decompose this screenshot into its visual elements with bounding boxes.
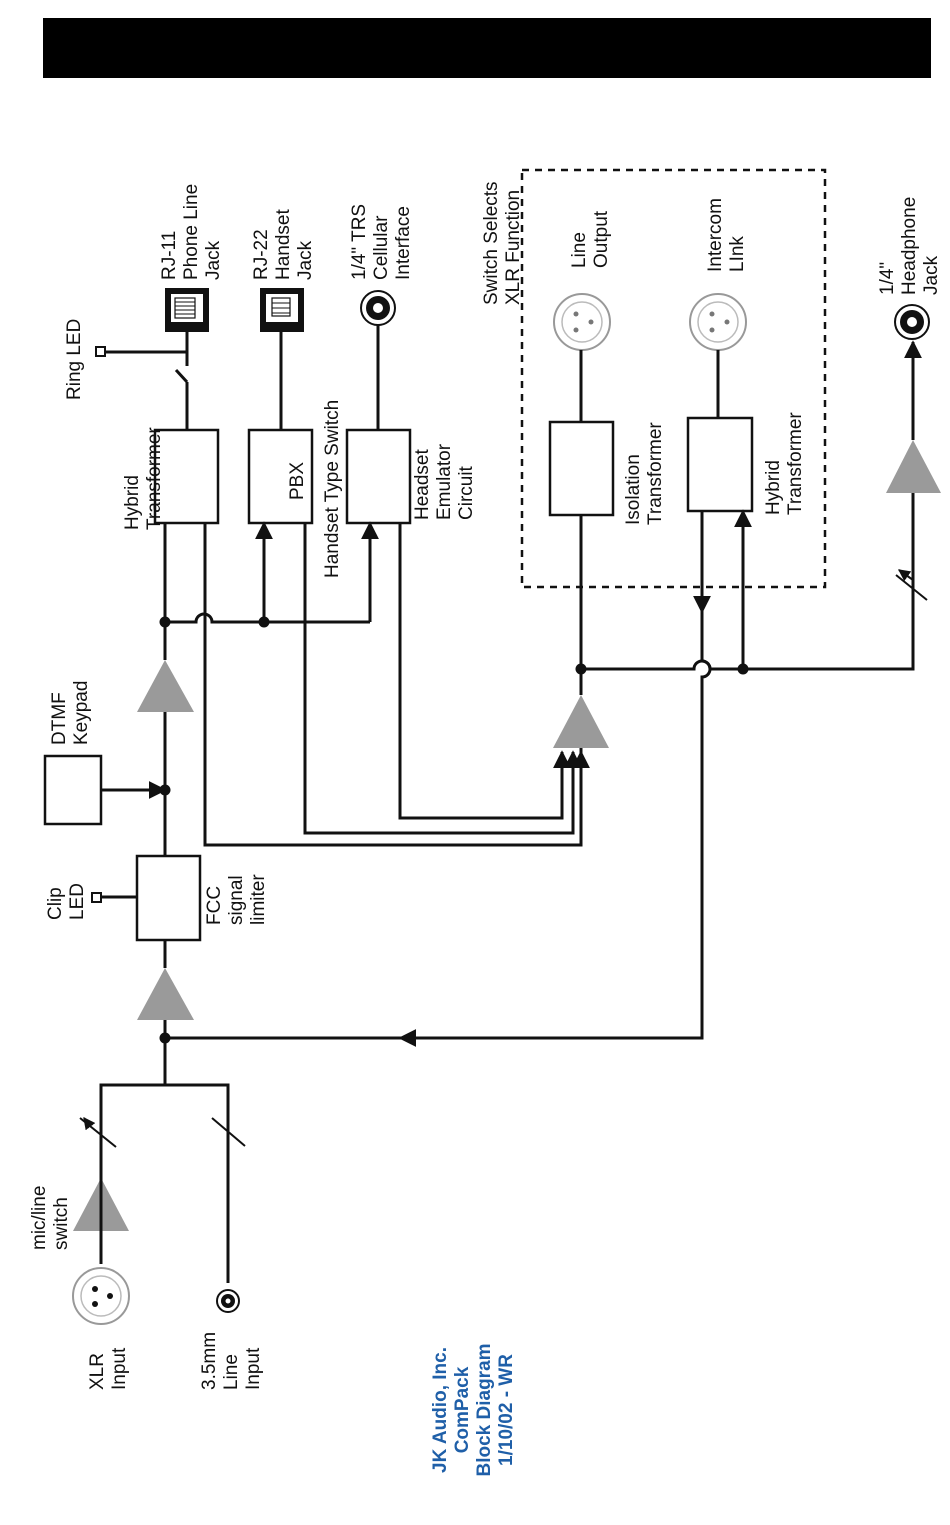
intercom-xlr-icon <box>689 293 747 351</box>
svg-text:LED: LED <box>67 883 88 920</box>
svg-text:Jack: Jack <box>295 240 316 280</box>
headset-emulator-box <box>345 428 412 525</box>
pbx-label: PBX <box>287 462 308 500</box>
headset-emulator-label: Headset Emulator Circuit <box>412 443 477 520</box>
svg-text:switch: switch <box>51 1197 72 1250</box>
svg-text:signal: signal <box>226 875 247 925</box>
svg-text:Transformer: Transformer <box>785 412 806 515</box>
svg-text:Keypad: Keypad <box>71 681 92 745</box>
svg-text:Line: Line <box>569 232 590 268</box>
svg-text:ComPack: ComPack <box>452 1366 473 1453</box>
svg-text:Headset: Headset <box>412 449 433 520</box>
svg-text:XLR Function: XLR Function <box>503 190 524 305</box>
amplifier-headphone <box>886 440 941 493</box>
svg-text:Hybrid: Hybrid <box>122 475 143 530</box>
line-output-label: Line Output <box>569 210 612 268</box>
svg-text:1/4": 1/4" <box>877 262 898 295</box>
isolation-transformer-label: Isolation Transformer <box>623 422 666 525</box>
line-input-label: 3.5mm Line Input <box>199 1332 264 1390</box>
svg-text:Switch Selects: Switch Selects <box>481 181 502 305</box>
svg-text:limiter: limiter <box>248 874 269 925</box>
svg-text:Transformer: Transformer <box>144 427 165 530</box>
fcc-limiter-label: FCC signal limiter <box>204 874 269 925</box>
ring-led-label: Ring LED <box>64 319 85 400</box>
svg-text:Intercom: Intercom <box>705 198 726 272</box>
amplifier-1 <box>137 968 194 1020</box>
hybrid-transformer-2-label: Hybrid Transformer <box>763 412 806 515</box>
svg-text:Input: Input <box>109 1347 130 1390</box>
pbx-box <box>247 428 314 525</box>
svg-text:Headphone: Headphone <box>899 197 920 295</box>
svg-text:Line: Line <box>221 1354 242 1390</box>
svg-text:FCC: FCC <box>204 886 225 925</box>
headphone-jack-icon <box>894 304 930 340</box>
handset-type-switch-label: Handset Type Switch <box>322 400 343 578</box>
svg-text:Block Diagram: Block Diagram <box>474 1343 495 1476</box>
amplifier-2 <box>137 660 194 712</box>
isolation-transformer-box <box>548 420 615 517</box>
svg-text:1/4" TRS: 1/4" TRS <box>349 204 370 280</box>
rj11-jack-icon <box>165 288 209 332</box>
dtmf-label: DTMF Keypad <box>49 681 92 745</box>
svg-text:RJ-22: RJ-22 <box>251 229 272 280</box>
trs-jack-icon <box>360 290 396 326</box>
dtmf-keypad-box <box>43 754 103 826</box>
svg-text:Ring LED: Ring LED <box>64 319 85 400</box>
line-input-jack-icon <box>216 1289 240 1313</box>
svg-text:Isolation: Isolation <box>623 454 644 525</box>
svg-text:Interface: Interface <box>393 206 414 280</box>
credit-block: JK Audio, Inc. ComPack Block Diagram 1/1… <box>430 1343 517 1476</box>
rj11-label: RJ-11 Phone Line Jack <box>159 184 224 280</box>
rj22-jack-icon <box>260 288 304 332</box>
xlr-input-icon <box>72 1267 130 1325</box>
mic-line-switch-label: mic/line switch <box>29 1186 72 1250</box>
svg-text:XLR: XLR <box>87 1353 108 1390</box>
clip-led-label: Clip LED <box>45 883 88 920</box>
hybrid-transformer-label: Hybrid Transformer <box>122 427 165 530</box>
headphone-label: 1/4" Headphone Jack <box>877 197 942 295</box>
intercom-label: Intercom LInk <box>705 198 748 272</box>
svg-text:Transformer: Transformer <box>645 422 666 525</box>
ring-led-icon <box>95 346 106 357</box>
svg-text:Clip: Clip <box>45 887 66 920</box>
svg-text:Circuit: Circuit <box>456 465 477 520</box>
svg-text:Jack: Jack <box>921 255 942 295</box>
svg-text:Output: Output <box>591 210 612 268</box>
svg-text:Handset Type Switch: Handset Type Switch <box>322 400 343 578</box>
svg-text:Cellular: Cellular <box>371 215 392 280</box>
hybrid-transformer-box <box>153 428 220 525</box>
svg-text:Input: Input <box>243 1347 264 1390</box>
amplifier-mix <box>553 695 609 748</box>
line-output-xlr-icon <box>553 293 611 351</box>
svg-text:Handset: Handset <box>273 209 294 280</box>
svg-text:LInk: LInk <box>727 236 748 272</box>
svg-text:Phone Line: Phone Line <box>181 184 202 280</box>
hybrid-transformer-2-box <box>686 416 754 513</box>
xlr-input-label: XLR Input <box>87 1347 130 1390</box>
clip-led-icon <box>91 892 102 903</box>
xlr-function-region <box>520 168 827 589</box>
header-bar <box>43 18 931 78</box>
svg-text:Jack: Jack <box>203 240 224 280</box>
switch-selects-label: Switch Selects XLR Function <box>481 181 524 305</box>
svg-text:PBX: PBX <box>287 462 308 500</box>
svg-text:1/10/02 - WR: 1/10/02 - WR <box>496 1354 517 1466</box>
trs-label: 1/4" TRS Cellular Interface <box>349 204 414 280</box>
svg-text:DTMF: DTMF <box>49 692 70 745</box>
rj22-label: RJ-22 Handset Jack <box>251 209 316 280</box>
svg-text:3.5mm: 3.5mm <box>199 1332 220 1390</box>
svg-text:JK Audio, Inc.: JK Audio, Inc. <box>430 1347 451 1473</box>
svg-text:Emulator: Emulator <box>434 443 455 520</box>
fcc-limiter-box <box>135 854 202 942</box>
svg-text:Hybrid: Hybrid <box>763 460 784 515</box>
svg-text:RJ-11: RJ-11 <box>159 231 180 280</box>
svg-text:mic/line: mic/line <box>29 1186 50 1250</box>
